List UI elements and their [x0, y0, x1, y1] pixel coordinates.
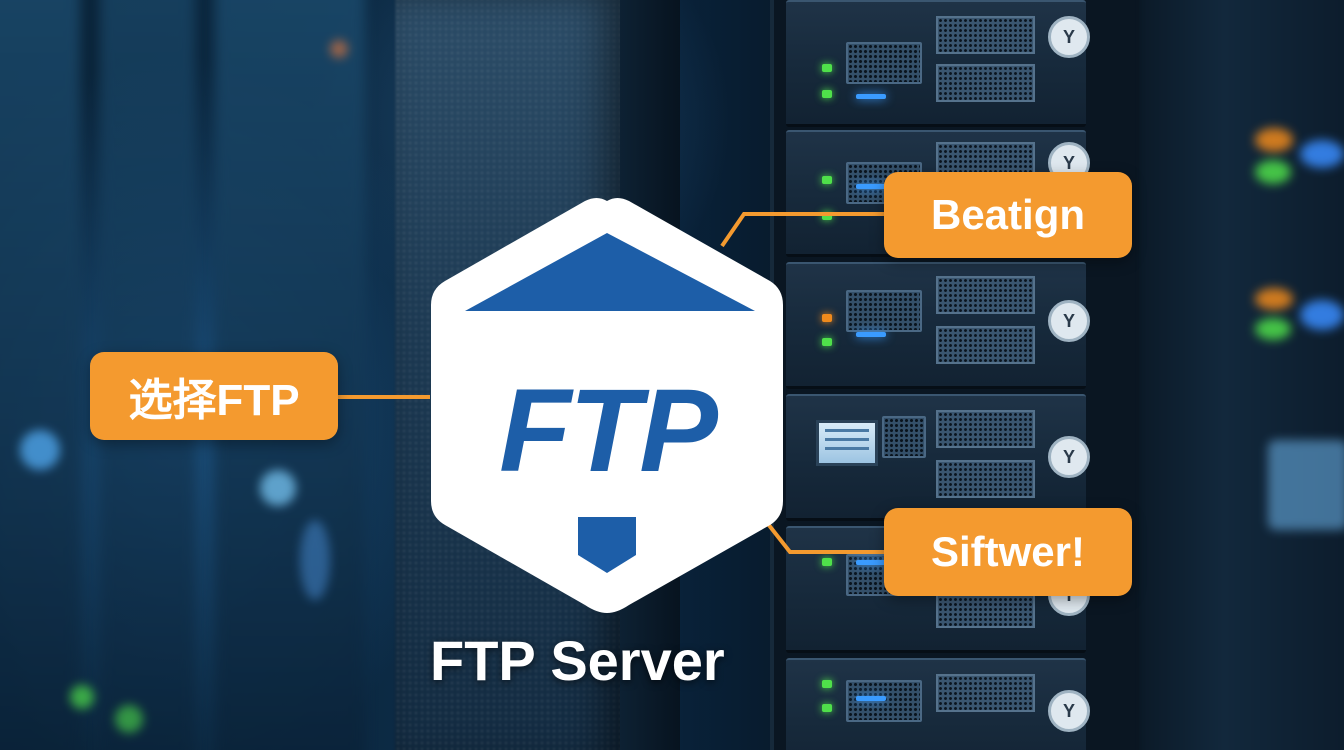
blurred-led	[115, 705, 143, 733]
activity-led	[856, 94, 886, 99]
blurred-far-rack	[1140, 0, 1344, 750]
status-led	[822, 176, 832, 184]
rack-knob-icon: Y	[1048, 436, 1090, 478]
blurred-led	[330, 40, 348, 58]
label-left: 选择FTP	[90, 352, 338, 440]
blurred-led	[1255, 128, 1293, 152]
shield-icon	[578, 517, 636, 573]
blurred-led	[1268, 440, 1344, 530]
hexagon-shape	[431, 198, 783, 613]
status-led	[822, 314, 832, 322]
activity-led	[856, 560, 886, 565]
blurred-led	[1255, 318, 1291, 340]
blurred-led	[1300, 300, 1344, 330]
status-led	[822, 90, 832, 98]
ftp-hex-logo: FTP	[425, 195, 790, 613]
blurred-led	[1255, 160, 1291, 184]
vent-grille	[882, 416, 926, 458]
drive-bay	[936, 326, 1035, 364]
rack-knob-icon: Y	[1048, 690, 1090, 732]
server-unit: Y	[786, 658, 1090, 750]
drive-bay	[936, 276, 1035, 314]
server-unit: Y	[786, 0, 1090, 127]
activity-led	[856, 184, 886, 189]
vent-grille	[846, 42, 922, 84]
status-led	[822, 64, 832, 72]
blurred-rack	[0, 0, 80, 750]
status-led	[822, 704, 832, 712]
blurred-led	[1255, 288, 1293, 310]
server-unit: Y	[786, 262, 1090, 389]
page-title: FTP Server	[430, 629, 725, 692]
vent-grille	[846, 290, 922, 332]
drive-bay	[936, 460, 1035, 498]
blurred-led	[70, 685, 94, 709]
label-bottom-right: Siftwer!	[884, 508, 1132, 596]
blurred-led	[300, 520, 330, 600]
connector-line	[338, 395, 430, 399]
drive-bay	[936, 16, 1035, 54]
rack-knob-icon: Y	[1048, 16, 1090, 58]
connector-line	[720, 212, 886, 248]
activity-led	[856, 696, 886, 701]
blurred-led	[20, 430, 60, 470]
blurred-led	[1300, 140, 1344, 168]
status-led	[822, 558, 832, 566]
drive-bay	[936, 64, 1035, 102]
status-led	[822, 338, 832, 346]
hex-logo-text: FTP	[499, 365, 718, 497]
activity-led	[856, 332, 886, 337]
server-rack: Y Y Y Y	[770, 0, 1144, 750]
rack-knob-icon: Y	[1048, 300, 1090, 342]
roof-icon	[465, 233, 755, 311]
vent-grille	[846, 680, 922, 722]
lcd-panel	[816, 420, 878, 466]
drive-bay	[936, 674, 1035, 712]
drive-bay	[936, 410, 1035, 448]
status-led	[822, 680, 832, 688]
label-top-right: Beatign	[884, 172, 1132, 258]
blurred-led	[260, 470, 296, 506]
connector-line	[766, 522, 886, 554]
server-unit: Y	[786, 394, 1090, 521]
